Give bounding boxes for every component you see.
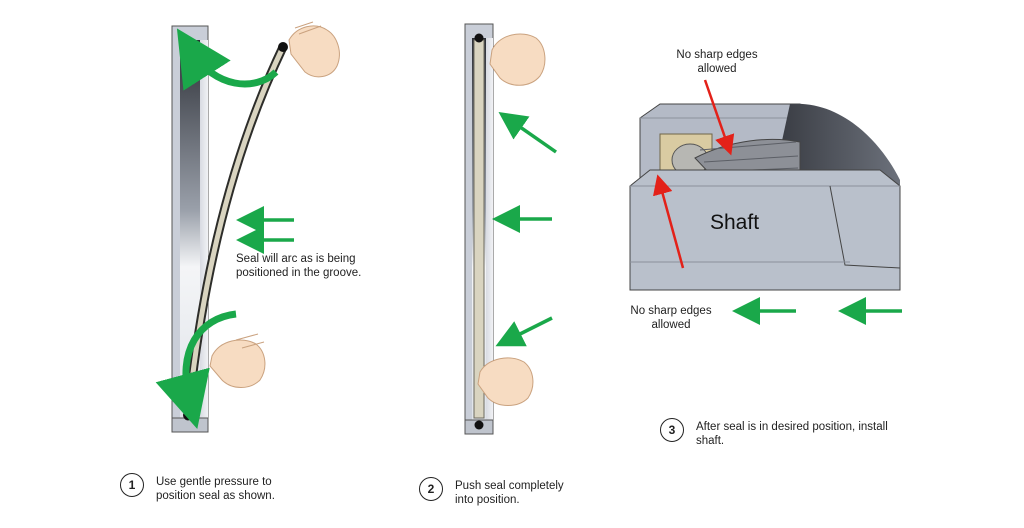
hand-icon — [288, 21, 340, 78]
shaft-label: Shaft — [710, 211, 760, 234]
step-number: 1 — [120, 473, 144, 497]
panel3-assembly — [629, 103, 901, 291]
callout-arrow-top — [703, 79, 735, 156]
callout-arrow-bottom — [652, 174, 685, 269]
hand-icon — [477, 357, 534, 406]
step-2: 2 Push seal completely into position. — [419, 477, 585, 507]
panel2-seal-end-top — [474, 33, 484, 43]
step-text: Push seal completely into position. — [455, 480, 564, 506]
callout-bottom-label: No sharp edges allowed — [630, 305, 712, 331]
rotate-arrow-icon — [155, 310, 237, 430]
panel2-housing — [464, 23, 494, 435]
panel2-seal-end-bottom — [474, 420, 484, 430]
rotate-arrow-icon — [176, 28, 279, 91]
panel1-annotation: Seal will arc as is being positioned in … — [236, 253, 362, 279]
step-text: Use gentle pressure to position seal as … — [156, 476, 275, 502]
step-number: 3 — [660, 418, 684, 442]
callout-top-label: No sharp edges allowed — [676, 49, 758, 75]
push-arrow-icon — [495, 316, 553, 347]
panel1-seal-end-top — [278, 42, 288, 52]
push-arrow-icon — [498, 112, 557, 154]
step-number: 2 — [419, 477, 443, 501]
hand-icon — [489, 33, 546, 86]
step-text: After seal is in desired position, insta… — [696, 421, 888, 447]
step-1: 1 Use gentle pressure to position seal a… — [120, 473, 296, 503]
hand-icon — [209, 333, 266, 388]
step-3: 3 After seal is in desired position, ins… — [660, 418, 896, 448]
panel1-seal-end-bottom — [183, 410, 193, 420]
